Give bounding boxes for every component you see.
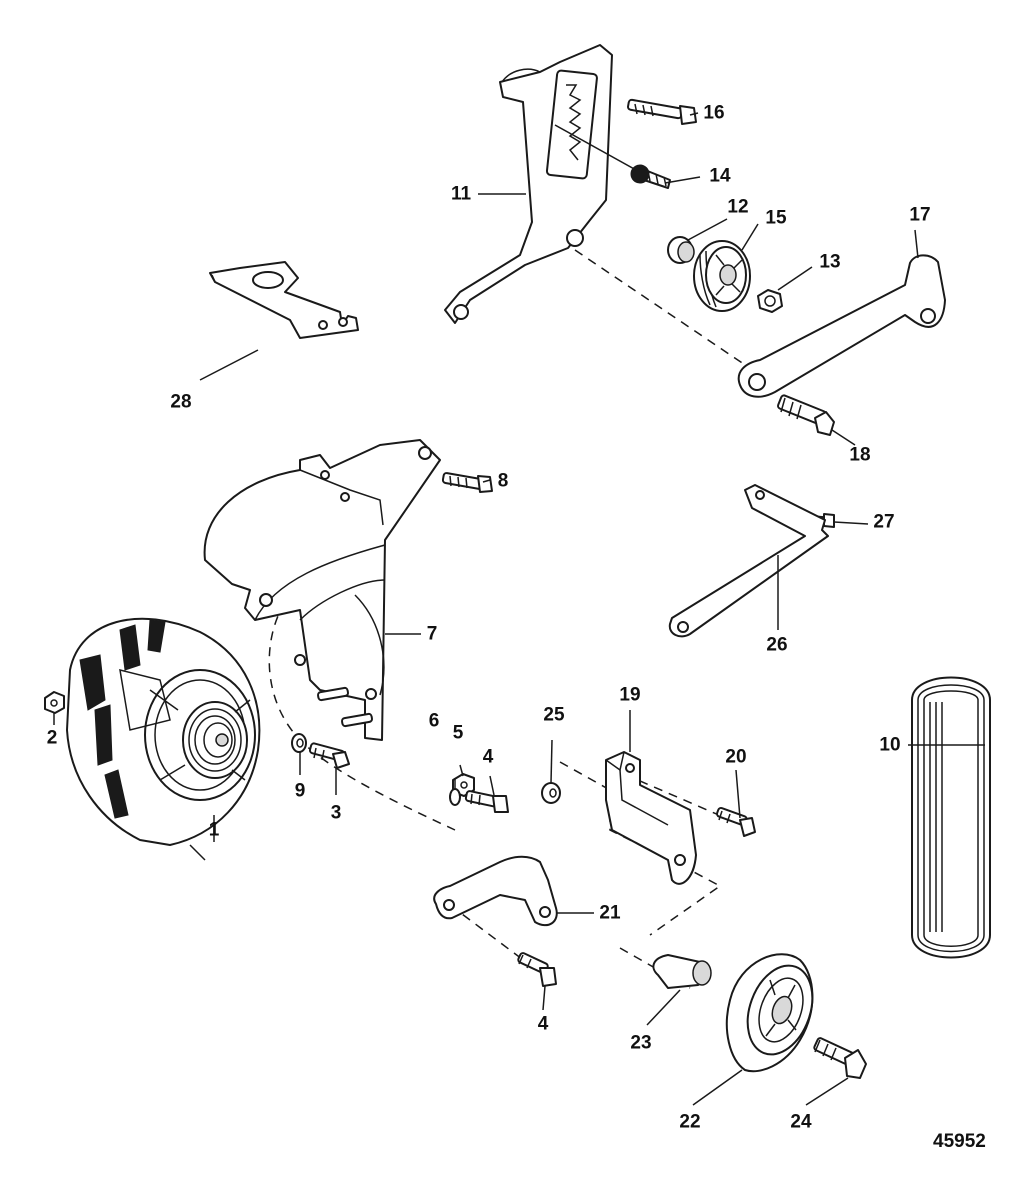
callout-27: 27 xyxy=(873,511,895,533)
spacer-12 xyxy=(667,236,695,264)
callout-leaders xyxy=(53,112,985,1106)
callout-26: 26 xyxy=(766,634,788,656)
nut-13 xyxy=(757,289,783,313)
callout-9: 9 xyxy=(294,780,306,802)
bolt-18 xyxy=(777,394,835,436)
callout-28: 28 xyxy=(170,391,192,413)
washer-25 xyxy=(541,782,561,804)
nut-2 xyxy=(44,691,65,714)
callout-8: 8 xyxy=(497,470,509,492)
bracket-19 xyxy=(605,751,697,885)
pulley-22 xyxy=(725,953,814,1073)
callout-3: 3 xyxy=(330,802,342,824)
bolt-20 xyxy=(716,806,756,837)
callout-1: 1 xyxy=(208,819,220,841)
belt-10 xyxy=(911,676,991,959)
callout-25: 25 xyxy=(543,704,565,726)
callout-4a: 4 xyxy=(482,746,494,768)
callout-14: 14 xyxy=(709,165,731,187)
figure-number: 45952 xyxy=(933,1131,986,1152)
callout-11: 11 xyxy=(450,183,472,205)
bolt-8 xyxy=(441,472,493,493)
callout-18: 18 xyxy=(849,444,871,466)
callout-2: 2 xyxy=(46,727,58,749)
callout-4b: 4 xyxy=(537,1013,549,1035)
callout-13: 13 xyxy=(819,251,841,273)
callout-17: 17 xyxy=(909,204,931,226)
bolt-24 xyxy=(813,1037,867,1079)
callout-24: 24 xyxy=(790,1111,812,1133)
bolt-4-lower xyxy=(517,952,557,987)
bolt-16 xyxy=(627,98,697,125)
callout-21: 21 xyxy=(599,902,621,924)
callout-20: 20 xyxy=(725,746,747,768)
callout-22: 22 xyxy=(679,1111,701,1133)
callout-19: 19 xyxy=(619,684,641,706)
bracket-26 xyxy=(668,484,829,638)
bolt-4-upper xyxy=(464,790,509,813)
bracket-28 xyxy=(209,261,359,339)
callout-12: 12 xyxy=(727,196,749,218)
callout-16: 16 xyxy=(703,102,725,124)
bracket-21 xyxy=(433,855,558,927)
callout-15: 15 xyxy=(765,207,787,229)
callout-10: 10 xyxy=(879,734,901,756)
arm-17 xyxy=(737,254,946,398)
pulley-15 xyxy=(693,240,751,312)
bolt-3 xyxy=(308,742,350,769)
bracket-11 xyxy=(444,44,613,324)
washer-5 xyxy=(449,788,461,806)
callout-6: 6 xyxy=(428,710,440,732)
bolt-14 xyxy=(554,124,671,189)
callout-5: 5 xyxy=(452,722,464,744)
bracket-7 xyxy=(203,439,441,741)
callout-23: 23 xyxy=(630,1032,652,1054)
callout-7: 7 xyxy=(426,623,438,645)
spacer-23 xyxy=(652,954,712,989)
alternator-1 xyxy=(66,617,261,861)
washer-9 xyxy=(291,733,307,753)
